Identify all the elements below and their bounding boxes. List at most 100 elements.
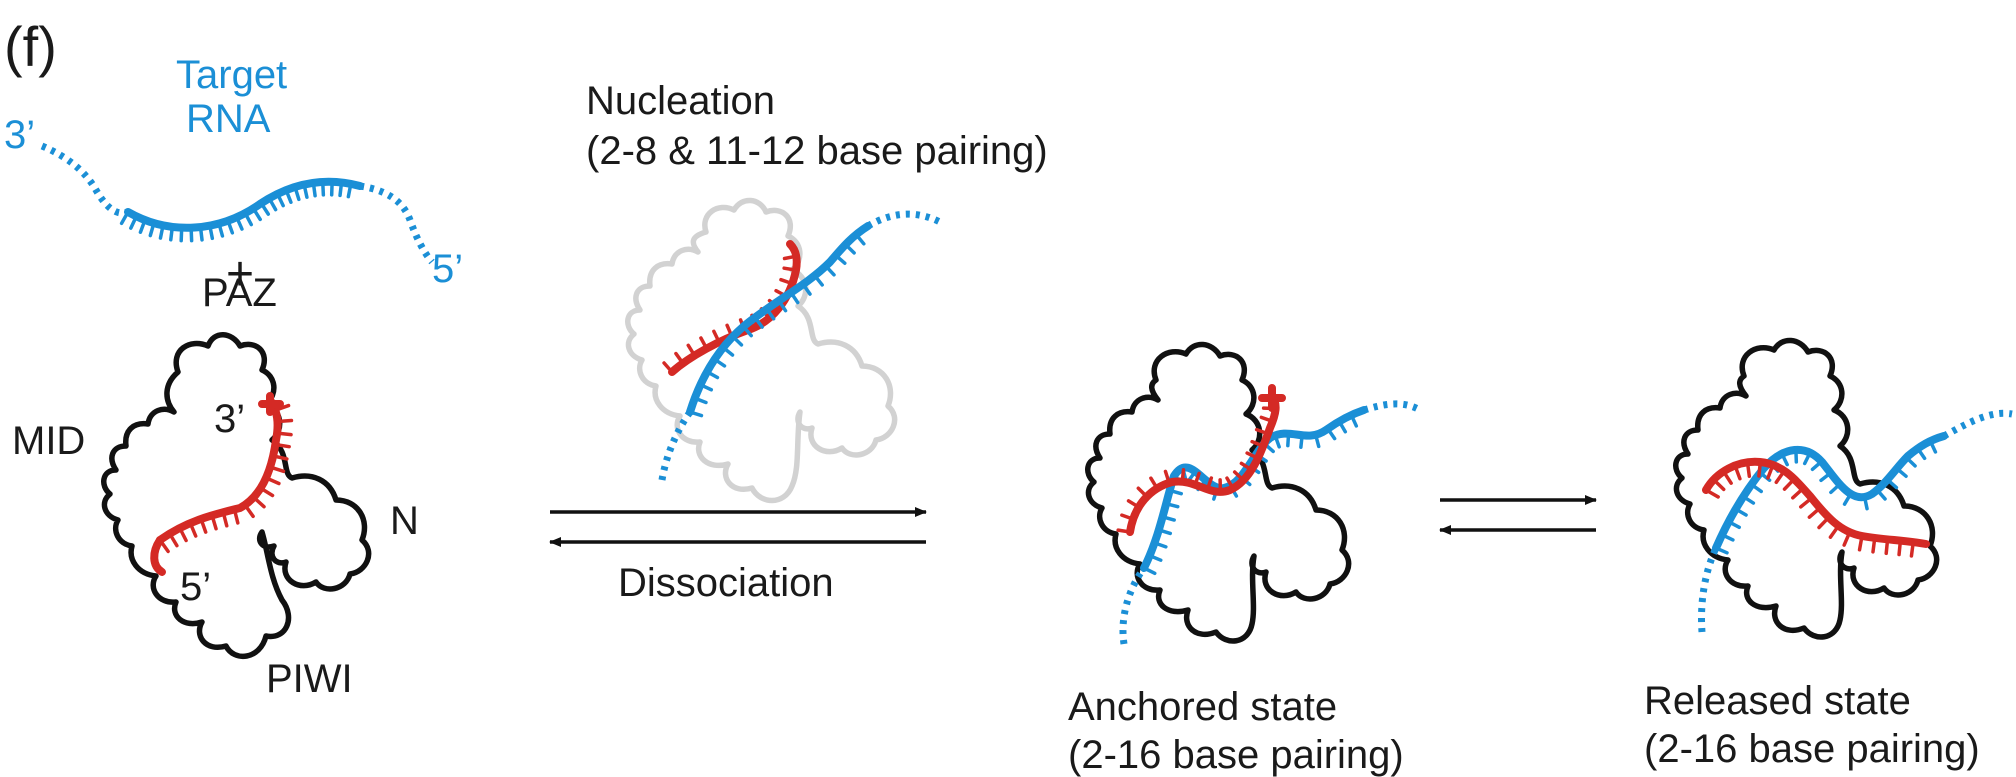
base-tick <box>782 254 799 261</box>
base-tick <box>1313 433 1321 449</box>
base-tick <box>1250 439 1266 448</box>
base-tick <box>674 351 685 366</box>
base-tick <box>699 336 709 351</box>
base-tick <box>712 357 727 368</box>
base-tick <box>1749 482 1763 494</box>
base-tick <box>221 510 229 528</box>
base-tick <box>234 215 244 231</box>
base-tick <box>1916 446 1927 461</box>
guide-3prime-cap <box>258 392 284 416</box>
anchored-title: Anchored state <box>1068 685 1337 729</box>
base-tick <box>271 454 289 461</box>
anchored-target-tail-top <box>1362 400 1422 414</box>
base-tick <box>1259 415 1275 424</box>
base-tick <box>782 266 798 272</box>
base-tick <box>1829 482 1842 495</box>
released-subtitle: (2-16 base pairing) <box>1644 727 1980 771</box>
base-tick <box>1741 494 1756 505</box>
base-tick <box>1152 541 1168 549</box>
base-tick <box>1884 537 1890 556</box>
base-tick <box>210 513 218 531</box>
base-tick <box>1711 477 1726 492</box>
base-tick <box>243 211 254 227</box>
panel-label: (f) <box>4 15 57 78</box>
base-tick <box>1180 467 1186 484</box>
base-tick <box>741 324 753 338</box>
guide-3prime-label: 3’ <box>214 397 245 441</box>
base-tick <box>273 403 291 412</box>
released-title: Released state <box>1644 679 1911 723</box>
guide-5prime-label: 5’ <box>180 565 211 609</box>
base-tick <box>311 181 317 198</box>
base-tick <box>259 201 271 216</box>
base-tick <box>264 476 281 486</box>
base-tick <box>320 180 326 197</box>
base-tick <box>712 329 721 344</box>
base-tick <box>198 225 204 242</box>
base-tick <box>178 526 188 543</box>
anchored-argonaute-outline <box>1085 341 1352 644</box>
base-tick <box>1857 534 1864 552</box>
anchored-target-tail-bottom <box>1119 565 1147 645</box>
base-tick <box>138 218 147 234</box>
base-tick <box>693 396 708 405</box>
base-tick <box>1326 426 1337 441</box>
base-tick <box>698 382 714 392</box>
base-tick <box>1780 452 1789 467</box>
target-rna-title-line2: RNA <box>186 97 271 141</box>
base-tick <box>273 442 291 449</box>
target-rna-right-tail <box>359 182 435 265</box>
base-tick <box>1205 476 1214 492</box>
base-tick <box>688 410 704 418</box>
base-tick <box>789 290 800 305</box>
base-tick <box>275 418 294 424</box>
base-tick <box>1337 419 1348 434</box>
base-tick <box>1149 476 1159 491</box>
base-tick <box>1782 477 1796 491</box>
guide-5prime-hook <box>150 536 166 576</box>
domain-label-piwi: PIWI <box>266 657 353 701</box>
base-tick <box>148 221 156 238</box>
base-tick <box>275 192 285 208</box>
base-tick <box>1871 536 1877 554</box>
base-tick <box>1875 488 1887 501</box>
released-guide-strand <box>1702 457 1930 548</box>
base-tick <box>119 210 130 226</box>
base-tick <box>801 282 812 296</box>
anchored-guide-strand <box>1126 392 1280 536</box>
base-tick <box>1895 466 1908 478</box>
base-tick <box>1245 451 1260 460</box>
base-tick <box>1273 433 1281 449</box>
base-tick <box>854 232 866 246</box>
base-tick <box>293 185 301 202</box>
base-tick <box>1232 470 1246 483</box>
base-tick <box>338 180 344 198</box>
base-tick <box>1704 488 1720 499</box>
argonaute-outline <box>101 332 372 660</box>
nucleation-argonaute-outline <box>625 197 898 504</box>
base-tick <box>1157 528 1173 536</box>
equilibrium-arrows-association: Dissociation <box>549 507 927 605</box>
base-tick <box>1349 413 1359 428</box>
base-tick <box>268 465 286 474</box>
guide-rna-bases <box>158 398 294 554</box>
base-tick <box>1745 460 1752 478</box>
base-tick <box>1225 476 1235 491</box>
base-tick <box>1142 566 1157 576</box>
domain-label-mid: MID <box>12 419 85 463</box>
base-tick <box>1842 492 1853 506</box>
base-tick <box>267 196 278 212</box>
nucleation-target-tail-top <box>866 210 942 230</box>
base-tick <box>1147 553 1163 562</box>
base-tick <box>1163 469 1171 485</box>
anchored-subtitle: (2-16 base pairing) <box>1068 733 1404 777</box>
target-rna-strand <box>124 177 364 232</box>
base-tick <box>1885 477 1899 490</box>
base-tick <box>1254 427 1270 436</box>
base-tick <box>686 343 697 358</box>
base-tick <box>662 361 674 374</box>
base-tick <box>1720 533 1735 542</box>
base-tick <box>302 182 309 199</box>
base-tick <box>1726 519 1741 530</box>
